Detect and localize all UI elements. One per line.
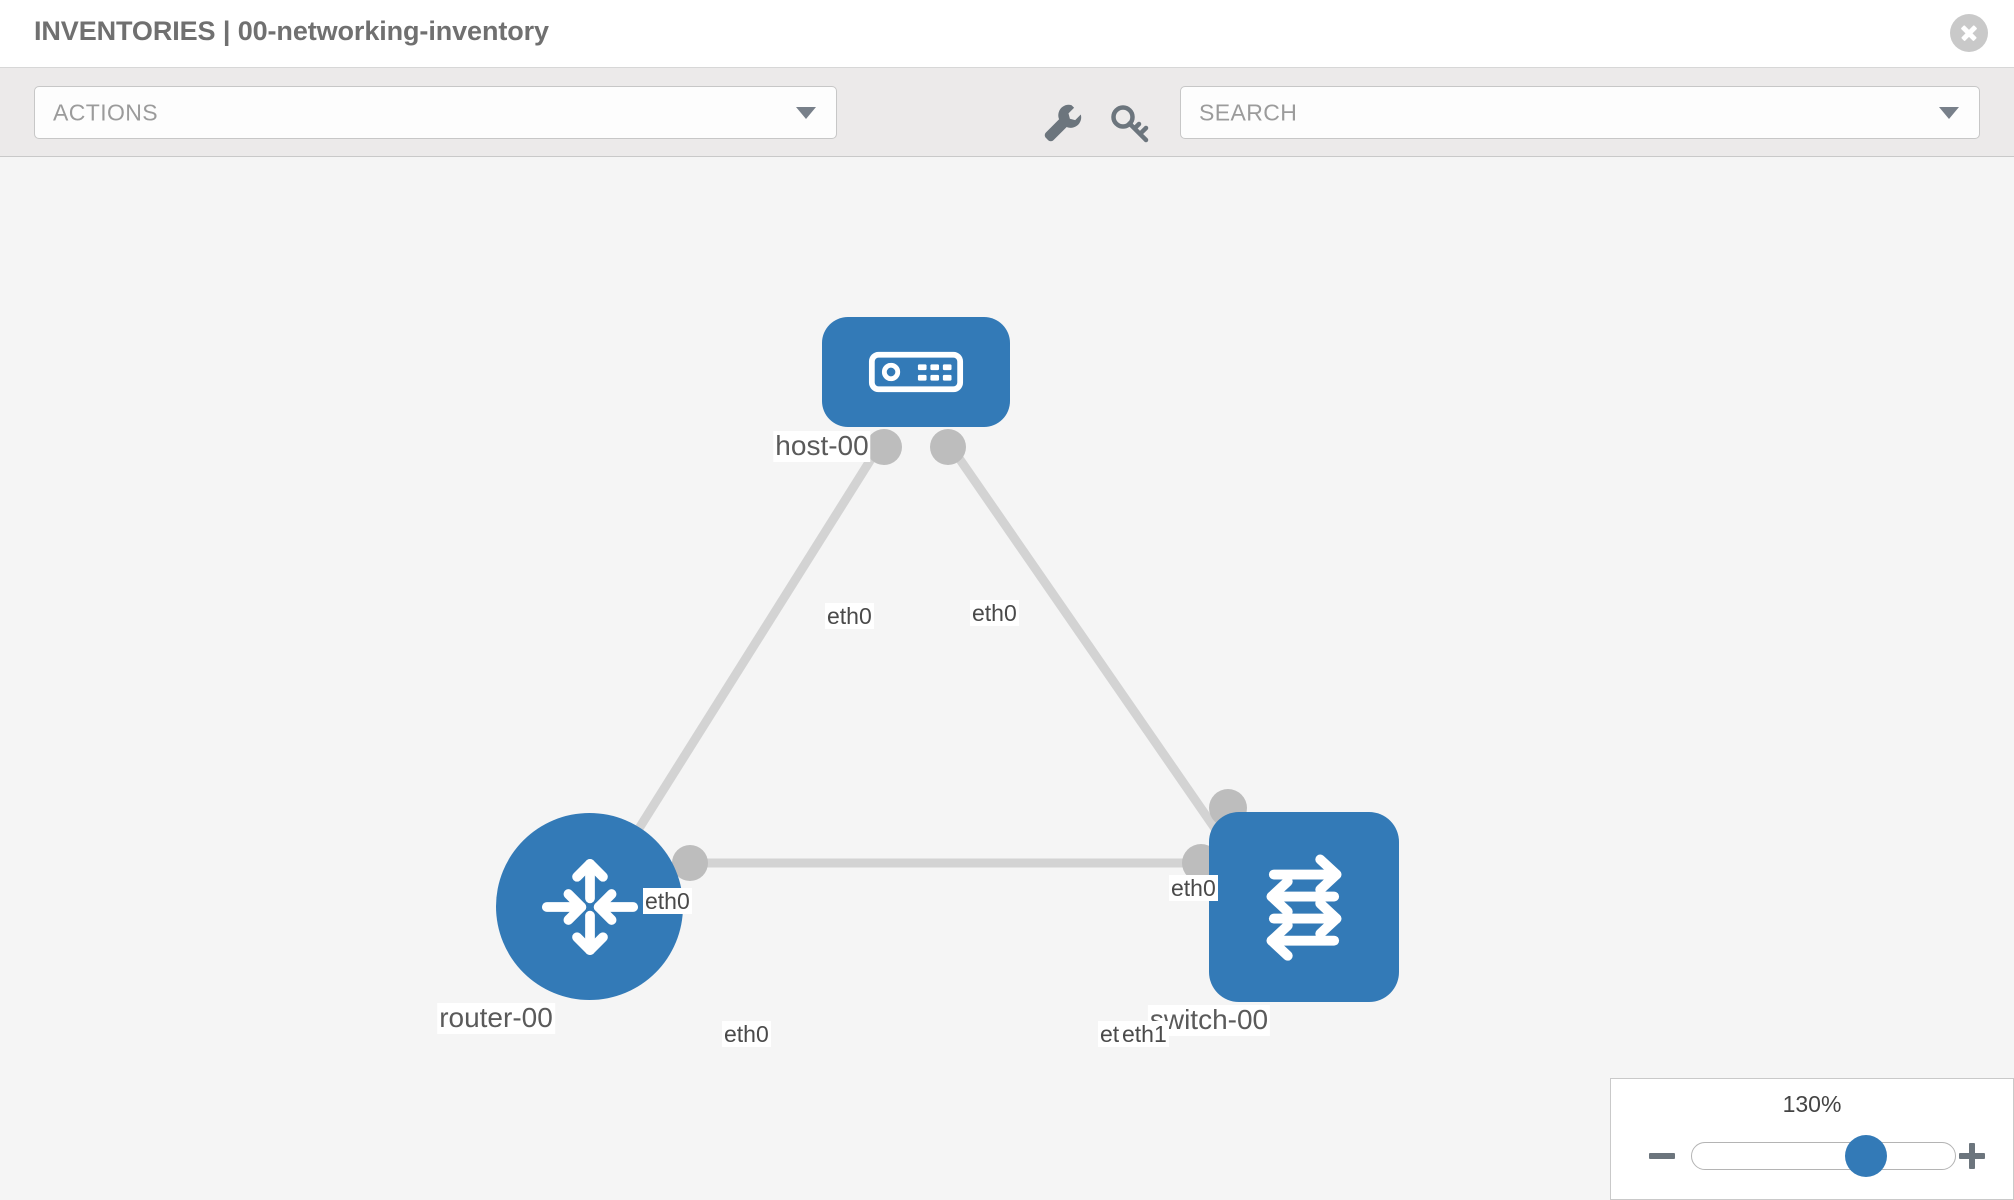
search-placeholder: SEARCH xyxy=(1199,99,1298,125)
zoom-in-button[interactable] xyxy=(1957,1141,1987,1171)
link-label-host-switch: eth0 xyxy=(970,600,1019,627)
link-label-router-switch: eth0 xyxy=(722,1021,771,1048)
node-label-router-00: router-00 xyxy=(437,1002,555,1034)
close-icon[interactable] xyxy=(1950,14,1988,52)
switch-node-shape[interactable] xyxy=(1209,812,1399,1002)
chevron-down-icon xyxy=(796,106,816,119)
zoom-out-button[interactable] xyxy=(1647,1141,1677,1171)
chevron-down-icon[interactable] xyxy=(1939,106,1959,119)
four-way-arrow-icon xyxy=(541,858,638,955)
page-title: INVENTORIES | 00-networking-inventory xyxy=(34,16,549,46)
link-label-switch-router-eth1: eth1 xyxy=(1120,1021,1169,1048)
page-header: INVENTORIES | 00-networking-inventory xyxy=(0,0,2014,68)
switch-arrows-icon xyxy=(1266,854,1342,961)
server-icon xyxy=(868,351,964,393)
actions-dropdown-label: ACTIONS xyxy=(53,99,159,125)
actions-dropdown[interactable]: ACTIONS xyxy=(34,86,837,139)
node-label-host-00: host-00 xyxy=(773,430,871,462)
node-label-switch-00: switch-00 xyxy=(1147,1004,1271,1036)
host-node-shape[interactable] xyxy=(822,317,1010,427)
topology-canvas[interactable]: host-00 router-00 xyxy=(0,158,2014,1200)
zoom-level-value: 130% xyxy=(1782,1091,1842,1117)
link-label-router-host: eth0 xyxy=(643,888,692,915)
link-label-switch-host: eth0 xyxy=(1169,875,1218,902)
search-input[interactable]: SEARCH xyxy=(1180,86,1980,139)
topology-links xyxy=(629,429,1247,882)
zoom-slider-thumb[interactable] xyxy=(1844,1135,1887,1177)
zoom-control-panel: 130% xyxy=(1610,1078,2014,1200)
wrench-icon[interactable] xyxy=(1040,100,1086,146)
toolbar: ACTIONS SEARCH xyxy=(0,68,2014,157)
zoom-slider[interactable] xyxy=(1691,1135,1956,1177)
key-icon[interactable] xyxy=(1108,100,1154,146)
link-label-host-router: eth0 xyxy=(825,603,874,630)
